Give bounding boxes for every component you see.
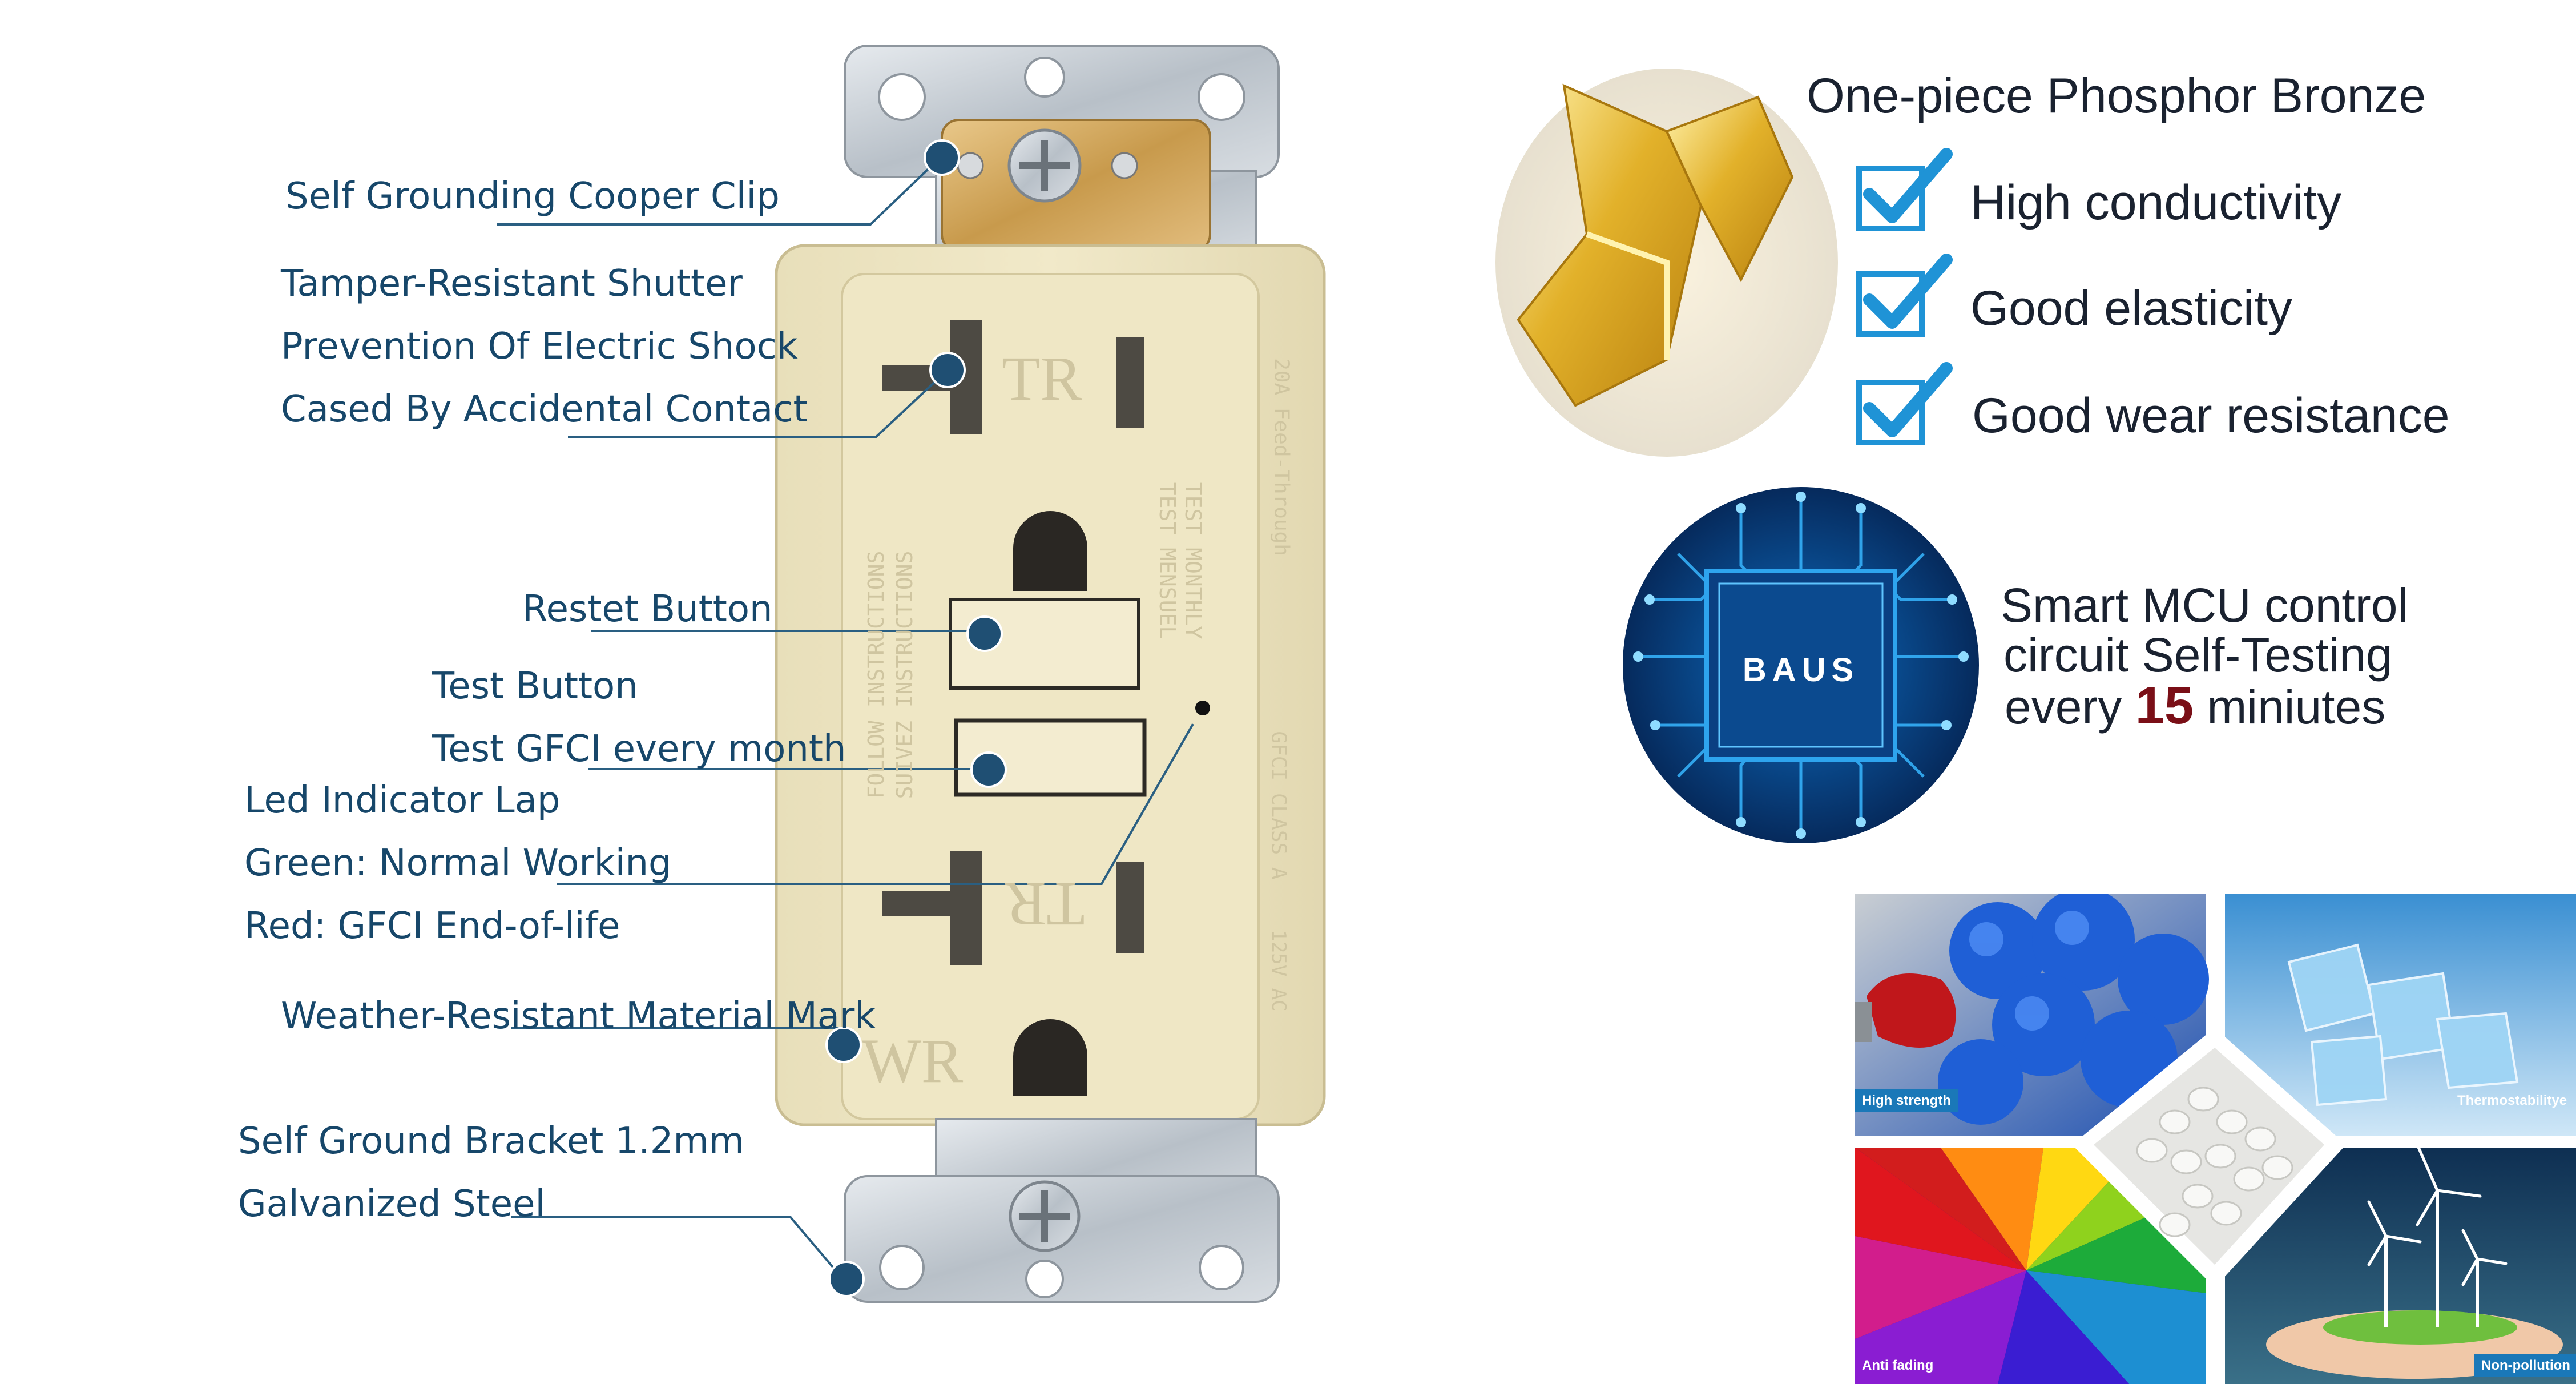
bronze-clip-image [1495, 69, 1838, 457]
face-text-wr: WR [862, 1026, 964, 1096]
checkbox-check-icon [1856, 254, 1953, 337]
lower-receptacle [882, 851, 1144, 1096]
mcu-text-minutes: miniutes [2194, 680, 2386, 734]
feature-item-elasticity: Good elasticity [1970, 281, 2293, 336]
led-indicator [1195, 701, 1210, 715]
callout-tamper-2: Prevention Of Electric Shock [281, 325, 798, 368]
callout-led-1: Led Indicator Lap [244, 779, 561, 822]
mcu-text-line2: circuit Self-Testing [2003, 628, 2393, 682]
callout-bracket-1: Self Ground Bracket 1.2mm [238, 1120, 745, 1162]
side-text-voltage: 125V AC [1267, 930, 1290, 1012]
side-text-gfci-class: GFCI CLASS A [1267, 731, 1291, 880]
bottom-mounting-strap [844, 1118, 1280, 1303]
label-non-pollution: Non-pollution [2474, 1354, 2576, 1377]
callout-test-button-1: Test Button [432, 665, 638, 707]
callout-grounding-clip: Self Grounding Cooper Clip [285, 175, 780, 218]
material-properties-collage [1855, 894, 2576, 1384]
label-thermostability: Thermostabilitye [2457, 1093, 2567, 1108]
callout-tamper-1: Tamper-Resistant Shutter [281, 263, 743, 305]
feature-title: One-piece Phosphor Bronze [1807, 69, 2426, 123]
mcu-chip-circle [1623, 487, 1979, 843]
leader-lines [497, 158, 1194, 1279]
face-text-tr-bottom: TR [1005, 870, 1085, 939]
callout-weather-mark: Weather-Resistant Material Mark [281, 995, 876, 1037]
label-high-strength: High strength [1855, 1089, 1958, 1112]
label-anti-fading: Anti fading [1862, 1358, 1934, 1373]
mcu-text-every: every [2005, 680, 2135, 734]
mcu-text-line1: Smart MCU control [2001, 578, 2409, 632]
callout-tamper-3: Cased By Accidental Contact [281, 388, 808, 431]
side-text-follow: FOLLOW INSTRUCTIONS [864, 550, 889, 799]
upper-receptacle [882, 320, 1144, 591]
side-text-test-mensuel: TEST MENSUEL [1155, 482, 1180, 639]
face-text-tr-top: TR [1002, 344, 1082, 413]
mcu-chip-logo: BAUS [1742, 651, 1860, 689]
mcu-text-line3: every 15 miniutes [2005, 679, 2385, 732]
feature-item-wear-resistance: Good wear resistance [1972, 388, 2450, 443]
feature-item-conductivity: High conductivity [1970, 175, 2342, 230]
callout-led-3: Red: GFCI End-of-life [244, 905, 620, 947]
marker-dots [825, 139, 1007, 1297]
side-text-test-monthly: TEST MONTHLY [1180, 482, 1206, 639]
tile-pellets-diamond [2072, 1028, 2346, 1288]
checkbox-check-icon [1856, 148, 1953, 231]
grounding-clip [941, 119, 1211, 252]
callout-test-button-2: Test GFCI every month [432, 728, 846, 770]
callout-bracket-2: Galvanized Steel [238, 1183, 546, 1225]
mcu-interval-number: 15 [2135, 677, 2194, 735]
checkbox-check-icon [1856, 362, 1953, 445]
side-text-feed-through: 20A Feed-Through [1269, 358, 1293, 556]
callout-reset-button: Restet Button [522, 588, 773, 630]
side-text-suivez: SUIVEZ INSTRUCTIONS [892, 550, 917, 799]
callout-led-2: Green: Normal Working [244, 842, 672, 884]
